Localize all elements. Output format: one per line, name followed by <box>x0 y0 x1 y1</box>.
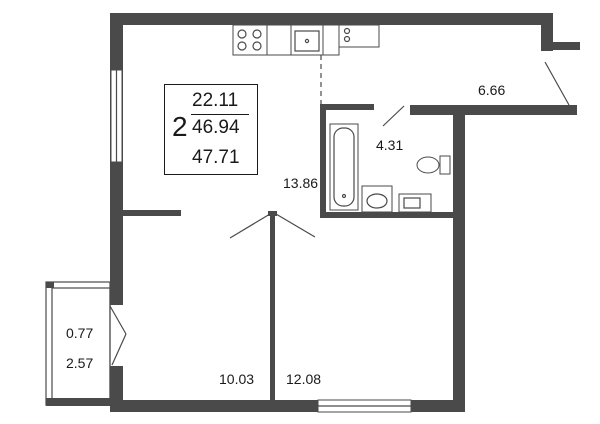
balcony-door-leaf <box>111 333 127 366</box>
stove-burner-icon <box>237 29 247 39</box>
bathtub-icon <box>329 123 359 211</box>
washing-machine-icon <box>338 24 380 48</box>
wall-partition-left <box>123 210 181 216</box>
total-area-value: 46.94 <box>192 117 240 138</box>
balcony-corner-bottom <box>46 398 110 406</box>
balcony-door-swing <box>109 305 127 335</box>
bathtub-drain-icon <box>341 193 347 199</box>
summary-divider <box>191 114 249 115</box>
wall-bath-top-left <box>320 104 374 110</box>
wall-bath-bottom <box>320 212 458 218</box>
wall-top-right-return <box>541 13 553 51</box>
balcony-railing-outer <box>45 281 111 406</box>
wall-bath-left <box>320 104 326 216</box>
water-heater-panel <box>403 197 421 209</box>
hall-area: 6.66 <box>478 82 506 98</box>
wall-bottom <box>110 400 465 412</box>
room-count: 2 <box>172 111 188 142</box>
balcony-corner-top <box>46 282 54 288</box>
living-area-value: 22.11 <box>192 90 239 111</box>
sink-drain-icon <box>304 38 310 44</box>
kitchen-counter <box>322 24 340 56</box>
kitchen-counter <box>266 24 292 56</box>
wall-hall-bottom <box>410 105 577 115</box>
bathroom-door-leaf <box>382 105 405 127</box>
total-area-with-balcony-value: 47.71 <box>192 147 240 168</box>
stove-icon <box>232 24 268 56</box>
kitchen-living-area: 13.86 <box>283 175 319 191</box>
balcony-railing-inner <box>51 287 111 400</box>
wall-top <box>110 13 553 25</box>
washing-drum-icon <box>343 27 351 35</box>
wall-partition-mid <box>268 211 277 216</box>
washing-drum-icon <box>343 35 351 43</box>
stove-burner-icon <box>252 29 262 39</box>
toilet-icon <box>416 156 440 174</box>
entrance-door-leaf <box>544 61 570 106</box>
bedroom-2-door-leaf <box>275 213 316 238</box>
stove-burner-icon <box>252 41 262 51</box>
washbasin-bowl <box>366 193 388 209</box>
wall-bedroom-divider <box>270 216 275 402</box>
stove-burner-icon <box>237 41 247 51</box>
bedroom-2-area: 12.08 <box>286 371 322 387</box>
bathtub-inner <box>333 127 355 207</box>
balcony-area: 0.77 <box>66 325 94 341</box>
bedroom-1-door-leaf <box>229 213 271 239</box>
apartment-summary-box: 2 22.11 46.94 47.71 <box>164 84 258 175</box>
bathroom-area: 4.31 <box>376 137 404 153</box>
wall-right <box>453 107 465 412</box>
bedroom-1-area: 10.03 <box>219 371 255 387</box>
kitchen-sink-basin <box>294 30 320 52</box>
balcony-full-area: 2.57 <box>66 355 94 371</box>
toilet-tank-icon <box>439 155 451 175</box>
wall-right-stub <box>553 42 580 50</box>
